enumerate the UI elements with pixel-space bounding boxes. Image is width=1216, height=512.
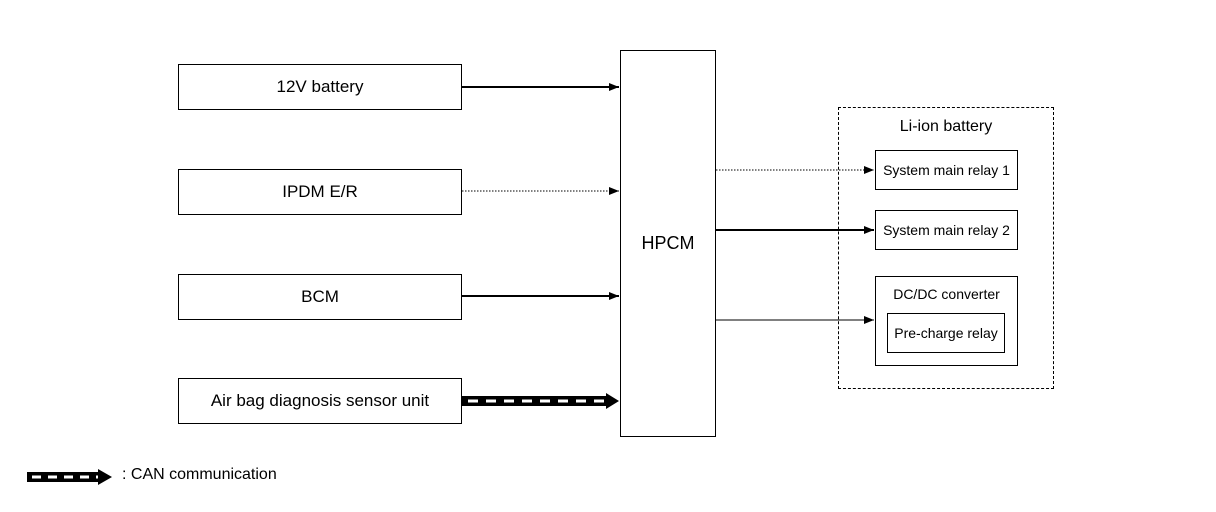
battery-12v-label: 12V battery [276, 77, 364, 96]
system-main-relay-1-label: System main relay 1 [883, 162, 1010, 178]
li-ion-battery-group: Li-ion battery [838, 107, 1054, 389]
dcdc-converter-box: DC/DC converter Pre-charge relay [875, 276, 1018, 366]
airbag-sensor-box: Air bag diagnosis sensor unit [178, 378, 462, 424]
hpcm-box: HPCM [620, 50, 716, 437]
pre-charge-relay-label: Pre-charge relay [894, 325, 998, 341]
system-main-relay-2-label: System main relay 2 [883, 222, 1010, 238]
system-main-relay-1-box: System main relay 1 [875, 150, 1018, 190]
ipdm-er-box: IPDM E/R [178, 169, 462, 215]
pre-charge-relay-box: Pre-charge relay [887, 313, 1005, 353]
system-main-relay-2-box: System main relay 2 [875, 210, 1018, 250]
battery-12v-box: 12V battery [178, 64, 462, 110]
hpcm-label: HPCM [641, 233, 695, 253]
ipdm-er-label: IPDM E/R [282, 182, 358, 201]
airbag-sensor-label: Air bag diagnosis sensor unit [210, 391, 430, 410]
li-ion-battery-title: Li-ion battery [899, 118, 993, 135]
dcdc-converter-title: DC/DC converter [893, 286, 1000, 302]
bcm-box: BCM [178, 274, 462, 320]
legend-can-label: : CAN communication [122, 466, 277, 483]
line-airbag-can [462, 393, 619, 409]
bcm-label: BCM [301, 287, 339, 306]
legend-can-arrow [27, 469, 112, 485]
